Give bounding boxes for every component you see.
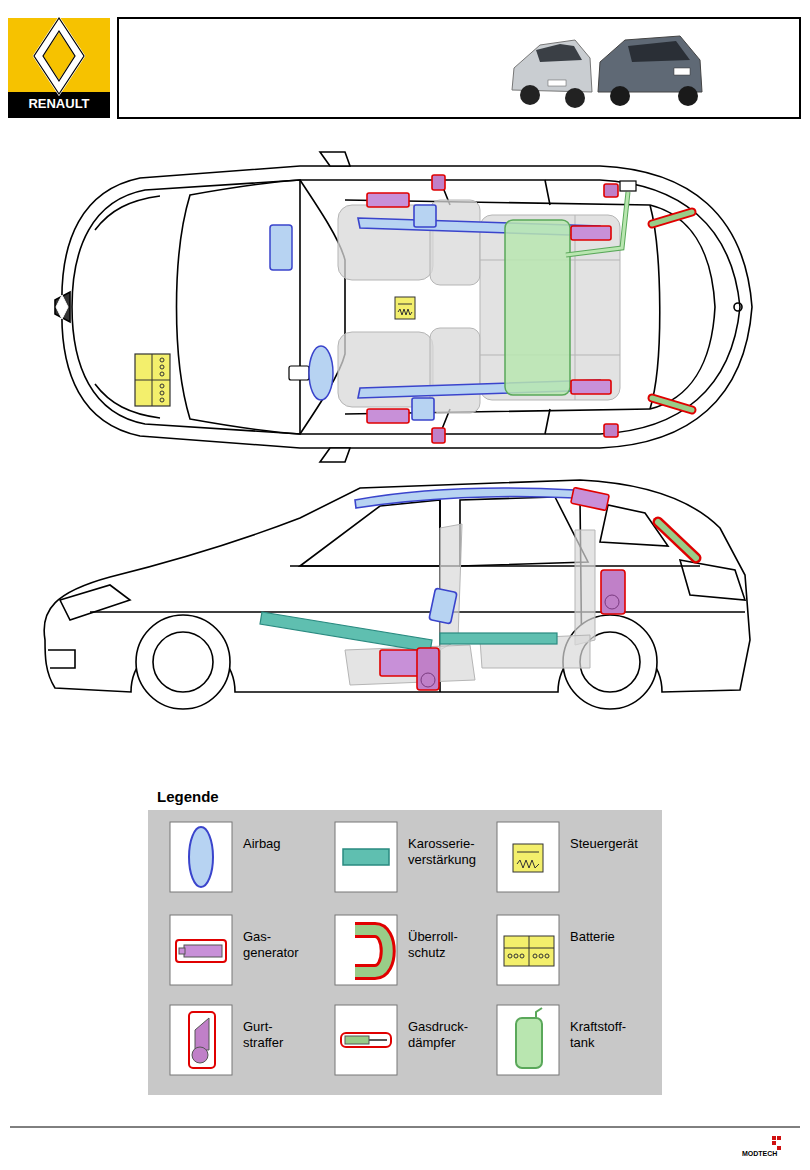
legend-label: Kraftstoff- tank [570, 1019, 626, 1050]
renault-logo [8, 18, 110, 118]
gas-strut [658, 522, 696, 558]
car-top-view [55, 152, 752, 462]
car-side-view [44, 480, 750, 709]
fuel-tank [505, 181, 636, 395]
belt-tensioner [417, 570, 625, 690]
fuel-tank-sample [516, 1008, 542, 1068]
reinforcement-sample [343, 849, 389, 865]
legend-label: Gasdruck- dämpfer [408, 1019, 468, 1050]
legend-heading: Legende [157, 788, 277, 806]
battery [135, 354, 170, 406]
renault-diamond [38, 24, 80, 88]
modtech-logo [772, 1136, 781, 1150]
airbag-sample [189, 827, 213, 887]
airbag [270, 225, 292, 270]
curtain-airbag [355, 488, 575, 624]
control-unit-sample [513, 844, 543, 872]
renault-diamond-edge [34, 18, 84, 94]
gas-strut [652, 212, 692, 410]
legend-label: Batterie [570, 929, 615, 945]
legend-panel [148, 810, 662, 1095]
car-photo [512, 40, 592, 108]
curtain-airbag [358, 205, 600, 420]
seats [338, 200, 620, 413]
belt-tensioner [432, 175, 618, 443]
footer-rule [10, 1127, 800, 1128]
logo-text: MODTECH [742, 1150, 792, 1158]
airbag [309, 346, 333, 400]
gas-generator-sample [176, 940, 226, 962]
legend-label: Gas- generator [243, 929, 299, 960]
gas-generator [367, 193, 611, 423]
control-unit [395, 297, 415, 319]
legend-label: Karosserie- verstärkung [408, 836, 476, 867]
car-photo [598, 36, 702, 106]
belt-tensioner-sample [189, 1012, 215, 1068]
legend-label: Airbag [243, 836, 281, 852]
battery-sample [504, 936, 554, 966]
legend-label: Gurt- straffer [243, 1019, 283, 1050]
rollbar-sample [355, 930, 388, 972]
legend-label: Steuergerät [570, 836, 638, 852]
gas-generator [380, 487, 609, 676]
brand-name: RENAULT [8, 96, 110, 112]
steering-column [289, 366, 309, 380]
header-frame [118, 18, 800, 118]
seats [345, 524, 595, 685]
gas-strut-sample [341, 1033, 391, 1047]
legend-swatches [170, 822, 559, 1075]
legend-label: Überroll- schutz [408, 929, 458, 960]
body-reinforcement [260, 612, 557, 652]
